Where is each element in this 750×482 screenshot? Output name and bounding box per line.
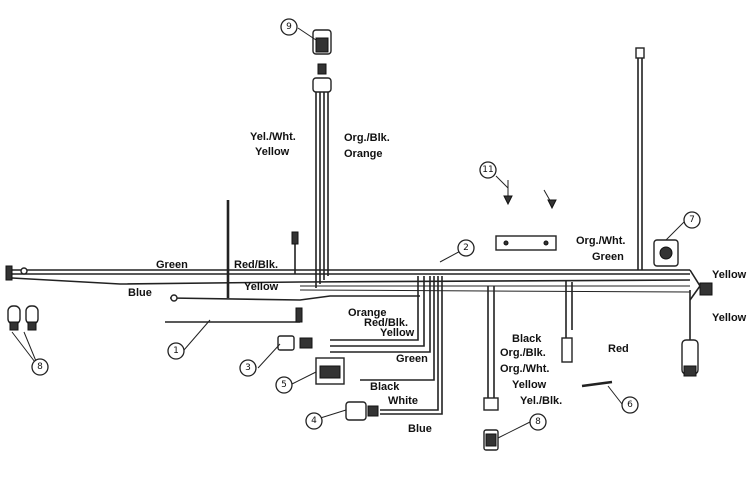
svg-text:9: 9 bbox=[286, 22, 292, 32]
lower-left-leads bbox=[165, 294, 420, 323]
label-yel-wht-top: Yel./Wht. bbox=[250, 131, 296, 143]
label-yellow-mid: Yellow bbox=[244, 281, 279, 293]
svg-text:8: 8 bbox=[535, 417, 541, 427]
svg-text:11: 11 bbox=[482, 165, 493, 175]
label-yellow-right-bot: Yellow bbox=[712, 312, 747, 324]
callout-1: 1 bbox=[167, 342, 185, 360]
label-yellow-right2: Yellow bbox=[512, 379, 547, 391]
bracket bbox=[495, 235, 557, 251]
label-orange-top: Orange bbox=[344, 148, 383, 160]
label-red-blk-mid: Red/Blk. bbox=[364, 317, 408, 329]
label-org-wht-right: Org./Wht. bbox=[576, 235, 626, 247]
label-black-mid: Black bbox=[370, 381, 400, 393]
upper-harness bbox=[312, 29, 332, 288]
callout-11: 11 bbox=[479, 161, 497, 179]
callout-6: 6 bbox=[621, 396, 639, 414]
left-rod bbox=[226, 200, 299, 298]
callout-7: 7 bbox=[683, 211, 701, 229]
bulbs bbox=[7, 305, 39, 331]
label-yel-blk-right: Yel./Blk. bbox=[520, 395, 562, 407]
svg-text:8: 8 bbox=[37, 362, 43, 372]
label-white-low: White bbox=[388, 395, 418, 407]
callout-5: 5 bbox=[275, 376, 293, 394]
label-green-right: Green bbox=[592, 251, 624, 263]
svg-text:1: 1 bbox=[173, 346, 179, 356]
right-vertical-lead bbox=[635, 47, 679, 270]
label-green-left: Green bbox=[156, 259, 188, 271]
callout-2: 2 bbox=[457, 239, 475, 257]
center-harness bbox=[277, 276, 443, 421]
part-6 bbox=[581, 380, 613, 388]
svg-text:4: 4 bbox=[311, 416, 317, 426]
svg-text:2: 2 bbox=[463, 243, 469, 253]
label-yellow-top: Yellow bbox=[255, 146, 290, 158]
label-red-blk-left: Red/Blk. bbox=[234, 259, 278, 271]
label-green-mid: Green bbox=[396, 353, 428, 365]
right-center-harness bbox=[483, 280, 573, 451]
label-org-blk-top: Org./Blk. bbox=[344, 132, 390, 144]
label-orange-mid: Orange bbox=[348, 307, 387, 319]
label-org-blk-right: Org./Blk. bbox=[500, 347, 546, 359]
svg-text:5: 5 bbox=[281, 380, 287, 390]
callout-8-left: 8 bbox=[31, 358, 49, 376]
callout-9: 9 bbox=[280, 18, 298, 36]
label-yellow-mid2: Yellow bbox=[380, 327, 415, 339]
label-yellow-right-top: Yellow bbox=[712, 269, 747, 281]
leader-lines bbox=[11, 27, 685, 439]
main-harness bbox=[5, 265, 713, 301]
callout-8-bottom: 8 bbox=[529, 413, 547, 431]
svg-text:6: 6 bbox=[627, 400, 633, 410]
label-org-wht-right2: Org./Wht. bbox=[500, 363, 550, 375]
svg-text:3: 3 bbox=[245, 363, 251, 373]
label-blue-left: Blue bbox=[128, 287, 152, 299]
hardware-11 bbox=[503, 180, 557, 210]
label-red-right: Red bbox=[608, 343, 629, 355]
label-blue-low: Blue bbox=[408, 423, 432, 435]
callout-3: 3 bbox=[239, 359, 257, 377]
callout-4: 4 bbox=[305, 412, 323, 430]
svg-text:7: 7 bbox=[689, 215, 695, 225]
label-black-right: Black bbox=[512, 333, 542, 345]
right-loop bbox=[681, 290, 699, 377]
